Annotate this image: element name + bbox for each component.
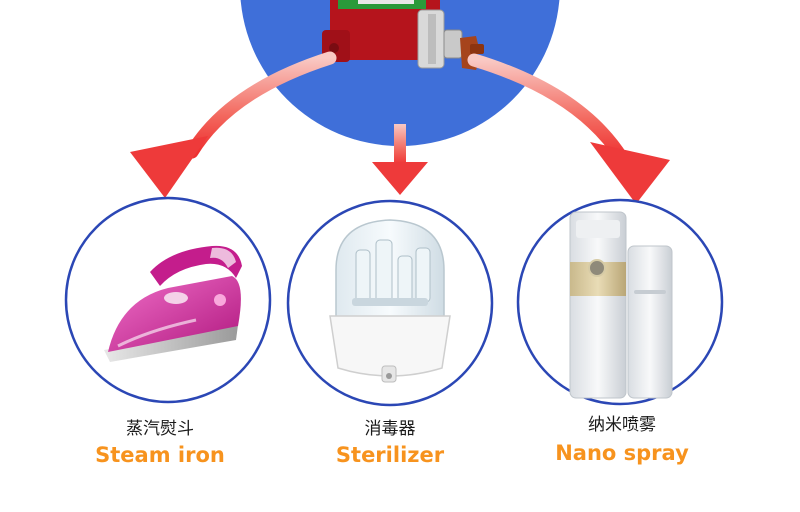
- sterilizer-label-cn: 消毒器: [365, 419, 416, 439]
- nano-sprayer-icon: [569, 211, 673, 399]
- arrow-to-nano-spray: [467, 53, 670, 204]
- steam-iron-label-en: Steam iron: [95, 443, 225, 467]
- bottle-sterilizer-icon: [329, 219, 451, 383]
- nano-spray-label-en: Nano spray: [555, 441, 689, 465]
- steam-iron-icon: [104, 245, 242, 362]
- hub-circle: [240, 0, 560, 146]
- sterilizer-label-en: Sterilizer: [336, 443, 445, 467]
- arrow-to-sterilizer: [372, 124, 428, 195]
- nano-spray-label-cn: 纳米喷雾: [588, 415, 656, 435]
- arrow-to-steam-iron: [130, 51, 337, 198]
- steam-iron-label-cn: 蒸汽熨斗: [126, 418, 194, 439]
